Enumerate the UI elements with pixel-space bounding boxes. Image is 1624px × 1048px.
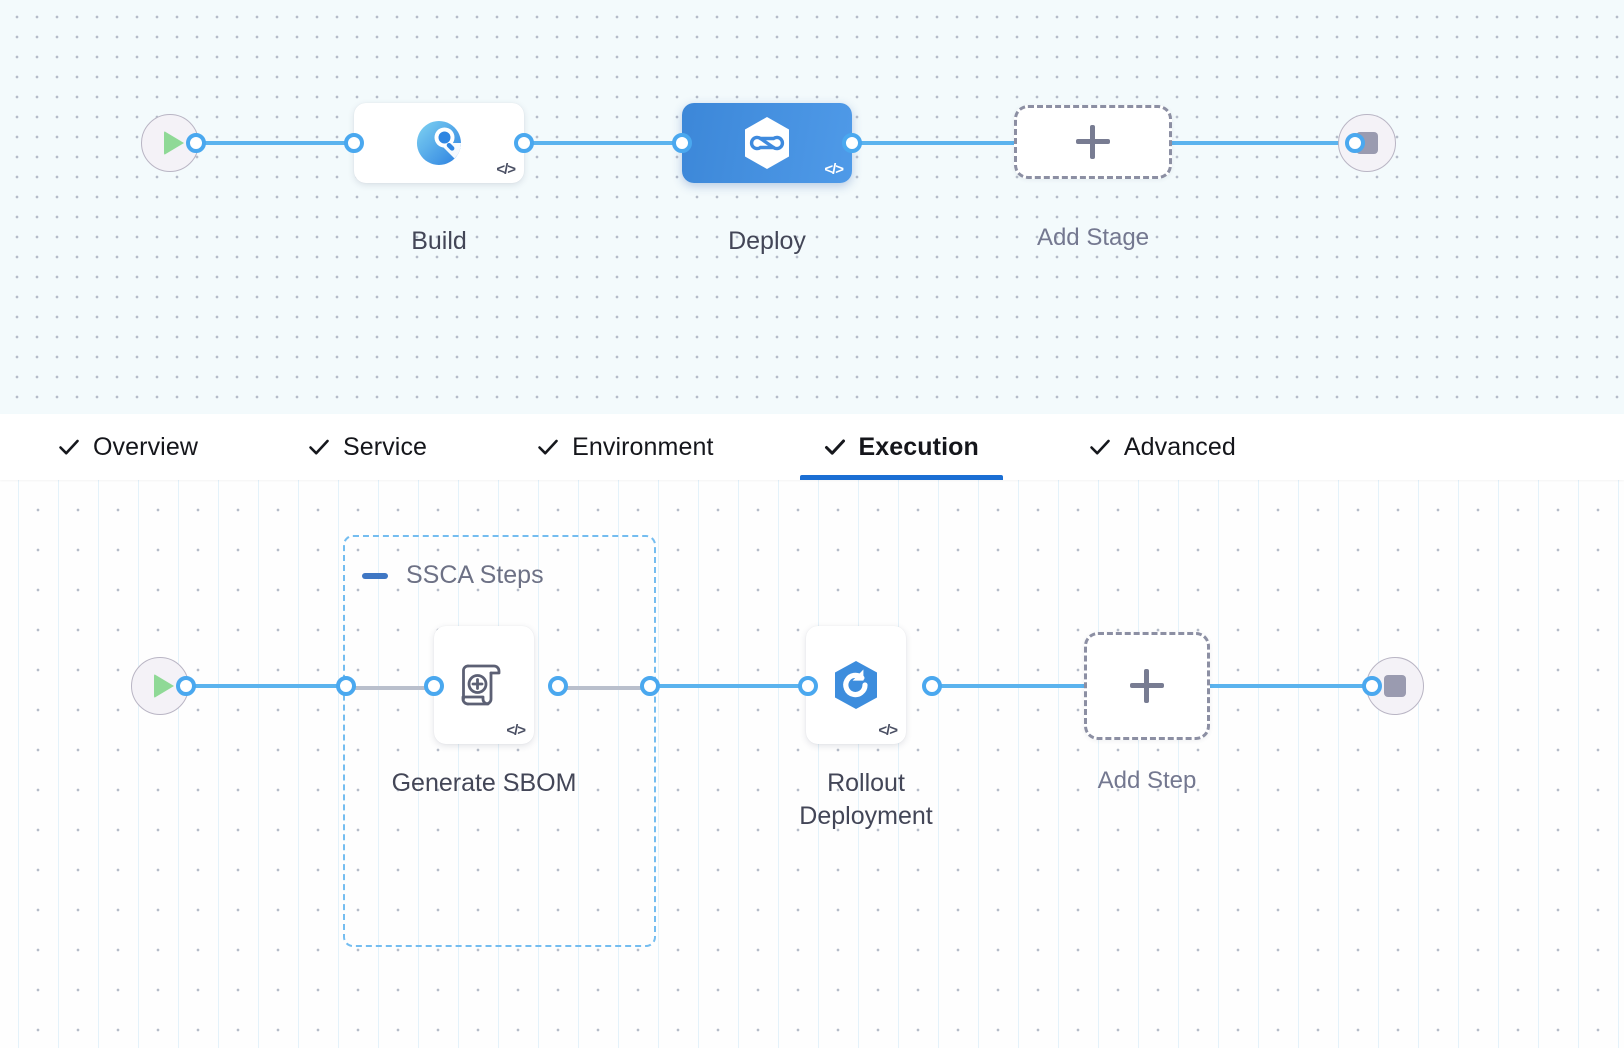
tab-label: Environment [572,432,714,461]
rollout-hexagon-arrow-icon [827,656,885,714]
edge-build-to-deploy [524,141,688,145]
step-rollout-port-in[interactable] [798,676,818,696]
play-icon [153,674,174,698]
edge-group-to-rollout [648,684,812,688]
minus-icon[interactable] [362,572,388,579]
edge-add-to-end [1164,141,1356,145]
tab-execution[interactable]: Execution [799,414,1004,480]
code-badge-icon[interactable]: </> [506,722,526,739]
edge-add-to-end [1204,684,1374,688]
edge-deploy-to-add [846,141,1022,145]
check-icon [537,436,559,458]
step-canvas[interactable]: SSCA Steps [0,480,1624,1048]
step-group-port-right[interactable] [640,676,660,696]
ssca-steps-group-title: SSCA Steps [406,561,544,589]
check-icon [1089,436,1111,458]
tab-label: Overview [93,432,198,461]
edge-start-to-build [196,141,358,145]
plus-icon [1130,669,1164,703]
step-end-port[interactable] [1362,676,1382,696]
add-step-button[interactable] [1084,632,1210,740]
tab-label: Service [343,432,428,461]
tab-advanced[interactable]: Advanced [1065,414,1260,480]
tab-environment[interactable]: Environment [513,414,737,480]
sbom-scroll-plus-icon [455,656,513,714]
ssca-steps-group[interactable] [343,535,656,947]
step-node-rollout-deployment[interactable]: </> [806,626,906,744]
add-stage-label: Add Stage [1036,224,1150,251]
build-ci-icon [413,117,465,169]
code-badge-icon[interactable]: </> [824,161,844,178]
stage-canvas[interactable]: </> Build </> Deploy Add Stage [0,0,1624,414]
stop-icon [1384,675,1406,697]
edge-rollout-to-add [930,684,1090,688]
step-sbom-port-out[interactable] [548,676,568,696]
add-stage-button[interactable] [1014,105,1172,179]
step-label-generate-sbom: Generate SBOM [391,769,577,797]
step-label-rollout-deployment: Rollout Deployment [799,769,933,830]
code-badge-icon[interactable]: </> [878,722,898,739]
edge-sbom-out-dashed [562,686,650,690]
tab-label: Execution [858,432,979,461]
stage-build-port-out[interactable] [514,133,534,153]
tab-overview[interactable]: Overview [34,414,222,480]
stage-label-build: Build [411,227,467,255]
stage-config-tabs: Overview Service Environment Execution A [0,414,1624,480]
stage-build-port-in[interactable] [344,133,364,153]
step-node-generate-sbom[interactable]: </> [434,626,534,744]
plus-icon [1076,125,1110,159]
play-icon [163,131,184,155]
stage-node-build[interactable]: </> [354,103,524,183]
stage-deploy-port-in[interactable] [672,133,692,153]
edge-start-to-group [186,684,346,688]
tab-label: Advanced [1123,432,1236,461]
ssca-steps-group-header[interactable]: SSCA Steps [362,561,544,590]
deploy-cd-hexagon-icon [740,115,794,171]
step-group-port-left[interactable] [336,676,356,696]
stage-deploy-port-out[interactable] [842,133,862,153]
tab-service[interactable]: Service [284,414,451,480]
stage-node-deploy[interactable]: </> [682,103,852,183]
step-sbom-port-in[interactable] [424,676,444,696]
edge-group-in-dashed [348,686,430,690]
check-icon [308,436,330,458]
check-icon [824,436,846,458]
code-badge-icon[interactable]: </> [496,161,516,178]
step-rollout-port-out[interactable] [922,676,942,696]
stage-end-port[interactable] [1345,133,1365,153]
stage-start-port[interactable] [186,133,206,153]
add-step-label: Add Step [1097,767,1197,794]
check-icon [58,436,80,458]
step-start-port[interactable] [176,676,196,696]
stage-label-deploy: Deploy [728,227,806,255]
